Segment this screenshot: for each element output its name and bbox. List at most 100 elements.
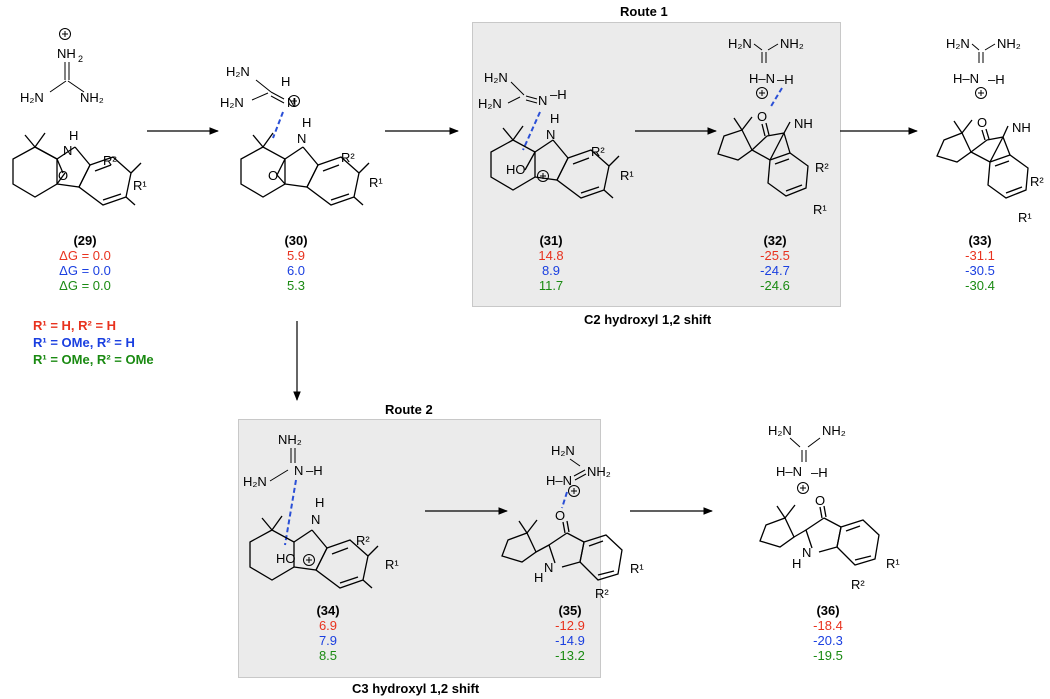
svg-text:–H: –H	[306, 463, 323, 478]
legend-entry-green: R¹ = OMe, R² = OMe	[33, 352, 154, 367]
svg-text:N: N	[294, 463, 303, 478]
energy-blue: 6.0	[286, 263, 306, 278]
energy-blue: -20.3	[813, 633, 843, 648]
svg-text:R²: R²	[103, 153, 117, 168]
molecule-35: H₂N H–N NH₂ O N H R¹ R²	[501, 443, 644, 601]
energy-red: ΔG = 0.0	[59, 248, 111, 263]
svg-text:HO: HO	[276, 551, 296, 566]
energy-red: -12.9	[555, 618, 585, 633]
compound-id: (34)	[316, 603, 340, 618]
svg-text:H₂N: H₂N	[20, 90, 44, 105]
svg-text:H: H	[281, 74, 290, 89]
svg-text:NH₂: NH₂	[997, 36, 1021, 51]
svg-text:NH₂: NH₂	[278, 432, 302, 447]
svg-text:H₂N: H₂N	[946, 36, 970, 51]
svg-text:NH: NH	[1012, 120, 1031, 135]
svg-text:H–N: H–N	[546, 473, 572, 488]
svg-text:NH₂: NH₂	[587, 464, 611, 479]
svg-text:N: N	[802, 545, 811, 560]
svg-text:R²: R²	[595, 586, 609, 601]
svg-text:H₂N: H₂N	[478, 96, 502, 111]
svg-text:H: H	[550, 111, 559, 126]
molecule-31: H₂N H₂N N –H H N HO R² R¹	[478, 70, 634, 199]
svg-text:HO: HO	[506, 162, 526, 177]
compound-33: (33) -31.1 -30.5 -30.4	[940, 233, 1020, 293]
energy-green: -19.5	[813, 648, 843, 663]
svg-text:NH₂: NH₂	[80, 90, 104, 105]
svg-text:O: O	[268, 168, 278, 183]
svg-text:O: O	[977, 115, 987, 130]
energy-green: 11.7	[538, 278, 564, 293]
route2-box	[238, 419, 601, 678]
svg-text:R²: R²	[356, 533, 370, 548]
svg-text:R¹: R¹	[620, 168, 634, 183]
svg-text:H₂N: H₂N	[768, 423, 792, 438]
svg-text:O: O	[58, 168, 68, 183]
route1-box	[472, 22, 841, 307]
svg-text:R¹: R¹	[1018, 210, 1032, 225]
svg-text:NH₂: NH₂	[822, 423, 846, 438]
svg-text:N: N	[287, 95, 296, 110]
energy-green: -24.6	[760, 278, 790, 293]
route2-title: Route 2	[385, 402, 433, 417]
route2-caption: C3 hydroxyl 1,2 shift	[352, 681, 480, 696]
svg-text:O: O	[555, 508, 565, 523]
svg-text:R²: R²	[815, 160, 829, 175]
svg-text:R¹: R¹	[133, 178, 147, 193]
svg-text:H: H	[792, 556, 801, 571]
compound-32: (32) -25.5 -24.7 -24.6	[735, 233, 815, 293]
svg-text:H₂N: H₂N	[226, 64, 250, 79]
svg-text:H₂N: H₂N	[243, 474, 267, 489]
svg-text:H–N: H–N	[749, 71, 775, 86]
molecule-36: H₂N NH₂ H–N–H O N H R¹ R²	[759, 423, 900, 592]
energy-blue: -30.5	[965, 263, 995, 278]
energy-red: 5.9	[286, 248, 306, 263]
svg-text:O: O	[757, 109, 767, 124]
svg-text:H₂N: H₂N	[220, 95, 244, 110]
svg-text:–H: –H	[988, 72, 1005, 87]
energy-green: -30.4	[965, 278, 995, 293]
energy-red: -31.1	[965, 248, 995, 263]
svg-text:H: H	[302, 115, 311, 130]
svg-text:2: 2	[78, 54, 83, 64]
svg-text:R²: R²	[1030, 174, 1044, 189]
svg-text:N: N	[297, 131, 306, 146]
route1-title: Route 1	[620, 4, 668, 19]
route1-caption: C2 hydroxyl 1,2 shift	[584, 312, 712, 327]
compound-36: (36) -18.4 -20.3 -19.5	[788, 603, 868, 663]
svg-text:N: N	[546, 127, 555, 142]
legend-entry-red: R¹ = H, R² = H	[33, 318, 117, 333]
molecule-30: H₂N H H₂N N H N O R² R¹	[220, 64, 383, 206]
molecule-34: NH₂ H₂N N–H H N HO R² R¹	[243, 432, 399, 589]
svg-text:R¹: R¹	[813, 202, 827, 217]
compound-29: (29) ΔG = 0.0 ΔG = 0.0 ΔG = 0.0	[45, 233, 125, 293]
svg-text:N: N	[63, 143, 72, 158]
svg-text:–H: –H	[550, 87, 567, 102]
energy-blue: -24.7	[760, 263, 790, 278]
compound-id: (31)	[539, 233, 563, 248]
svg-text:H: H	[69, 128, 78, 143]
energy-red: -18.4	[813, 618, 843, 633]
svg-text:NH: NH	[794, 116, 813, 131]
compound-id: (36)	[816, 603, 840, 618]
svg-text:H–N: H–N	[776, 464, 802, 479]
compound-35: (35) -12.9 -14.9 -13.2	[530, 603, 610, 663]
energy-green: 5.3	[286, 278, 306, 293]
energy-green: ΔG = 0.0	[59, 278, 111, 293]
svg-text:N: N	[538, 93, 547, 108]
energy-green: 8.5	[318, 648, 338, 663]
svg-text:R¹: R¹	[369, 175, 383, 190]
compound-id: (33)	[968, 233, 992, 248]
energy-blue: 8.9	[541, 263, 561, 278]
compound-id: (30)	[284, 233, 308, 248]
energy-blue: -14.9	[555, 633, 585, 648]
energy-blue: ΔG = 0.0	[59, 263, 111, 278]
compound-id: (35)	[558, 603, 582, 618]
svg-text:R²: R²	[341, 150, 355, 165]
energy-red: 6.9	[318, 618, 338, 633]
energy-blue: 7.9	[318, 633, 338, 648]
svg-text:R¹: R¹	[630, 561, 644, 576]
